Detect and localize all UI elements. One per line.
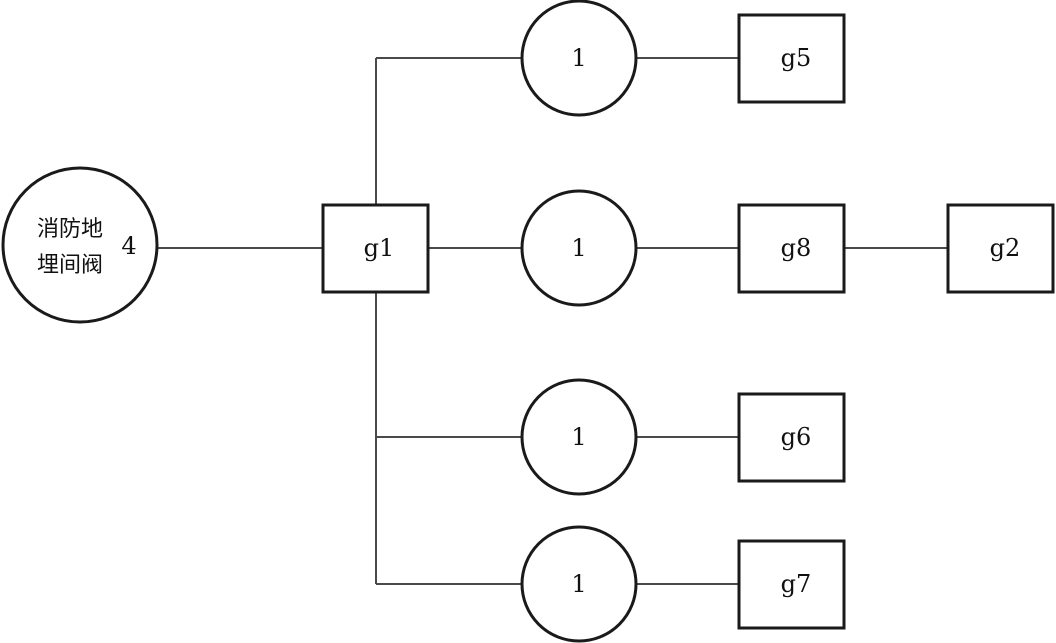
source-valve-label-line2: 埋间阀 — [37, 253, 103, 278]
branch-circle-1-label: 1 — [571, 44, 586, 72]
source-valve-value: 4 — [121, 232, 136, 260]
hub-box — [321, 203, 430, 294]
branch-circle-3 — [520, 378, 638, 496]
hub-node: g1 — [321, 203, 430, 294]
target-label-g7: g7 — [781, 570, 812, 598]
branch-node-1: 1 — [520, 0, 638, 117]
branch-node-2: 1 — [520, 189, 638, 307]
target-box-g6 — [737, 392, 846, 483]
branch-circle-3-label: 1 — [571, 423, 586, 451]
target-node-g6: g6 — [737, 392, 846, 483]
branch-circle-4-label: 1 — [571, 570, 586, 598]
source-valve-node: 消防地 埋间阀 4 — [1, 166, 159, 324]
target-node-g8: g8 — [737, 203, 846, 294]
target-label-g8: g8 — [781, 234, 812, 262]
hub-label: g1 — [364, 234, 395, 262]
branch-circle-2 — [520, 189, 638, 307]
target-label-g5: g5 — [781, 44, 812, 72]
target-box-g5 — [737, 13, 846, 104]
target-box-g8 — [737, 203, 846, 294]
branch-circle-4 — [520, 525, 638, 643]
target-node-g7: g7 — [737, 539, 846, 630]
branch-circle-1 — [520, 0, 638, 117]
branch-circle-2-label: 1 — [571, 234, 586, 262]
branch-node-3: 1 — [520, 378, 638, 496]
target-label-g2: g2 — [990, 234, 1021, 262]
target-label-g6: g6 — [781, 423, 812, 451]
target-node-g2: g2 — [946, 203, 1055, 294]
target-box-g2 — [946, 203, 1055, 294]
source-valve-label-line1: 消防地 — [37, 217, 103, 242]
source-valve-circle — [1, 166, 159, 324]
branch-node-4: 1 — [520, 525, 638, 643]
target-node-g5: g5 — [737, 13, 846, 104]
target-box-g7 — [737, 539, 846, 630]
